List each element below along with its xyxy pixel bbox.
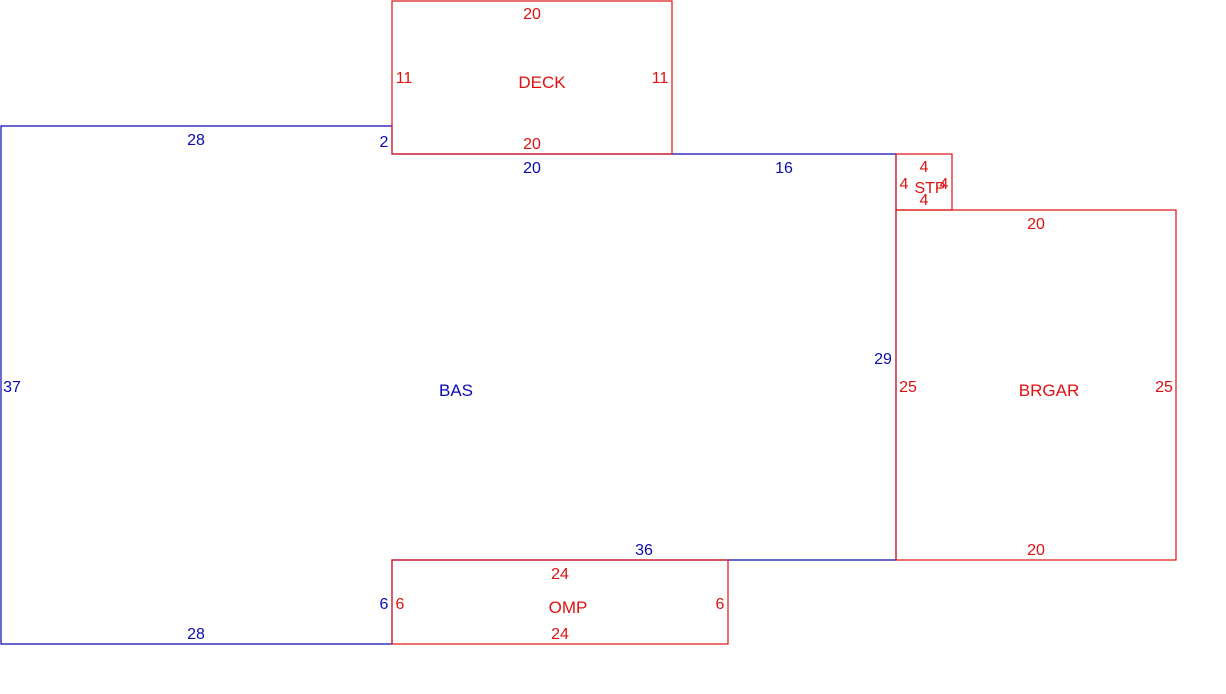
bas-area: BAS 28 2 20 16 29 36 6 28 37 (0, 125, 897, 645)
bas-dim-left: 37 (3, 379, 21, 396)
brgar-outline (895, 209, 1177, 561)
bas-dim-top-middle: 20 (523, 160, 541, 177)
omp-dim-right: 6 (716, 596, 725, 613)
bas-dim-bottom-right: 36 (635, 542, 653, 559)
deck-dim-bottom: 20 (523, 136, 541, 153)
brgar-label: BRGAR (1019, 381, 1079, 400)
stp-area: STP 4 4 4 4 (895, 153, 953, 211)
bas-dim-step: 2 (380, 134, 389, 151)
deck-area: DECK 20 11 11 20 (391, 0, 673, 155)
brgar-area: BRGAR 20 25 25 20 (895, 209, 1177, 561)
brgar-dim-left: 25 (899, 379, 917, 396)
stp-label: STP (914, 180, 945, 197)
bas-dim-right: 29 (874, 351, 892, 368)
bas-dim-lower-step: 6 (380, 596, 389, 613)
bas-dim-top-right: 16 (775, 160, 793, 177)
stp-dim-top: 4 (920, 159, 929, 176)
bas-dim-top-left: 28 (187, 132, 205, 149)
deck-dim-left: 11 (396, 70, 413, 87)
deck-label: DECK (518, 73, 566, 92)
brgar-dim-right: 25 (1155, 379, 1173, 396)
brgar-dim-bottom: 20 (1027, 542, 1045, 559)
omp-area: OMP 24 6 6 24 (391, 559, 729, 645)
omp-dim-bottom: 24 (551, 626, 569, 643)
stp-dim-right: 4 (940, 176, 949, 193)
bas-dim-bottom-left: 28 (187, 626, 205, 643)
omp-label: OMP (549, 598, 588, 617)
brgar-dim-top: 20 (1027, 216, 1045, 233)
stp-dim-left: 4 (900, 176, 909, 193)
bas-label: BAS (439, 381, 473, 400)
stp-dim-bottom: 4 (920, 192, 929, 209)
omp-dim-left: 6 (396, 596, 405, 613)
omp-dim-top: 24 (551, 566, 569, 583)
deck-dim-top: 20 (523, 6, 541, 23)
deck-dim-right: 11 (652, 70, 669, 87)
deck-outline (391, 0, 673, 155)
omp-outline (391, 559, 729, 645)
